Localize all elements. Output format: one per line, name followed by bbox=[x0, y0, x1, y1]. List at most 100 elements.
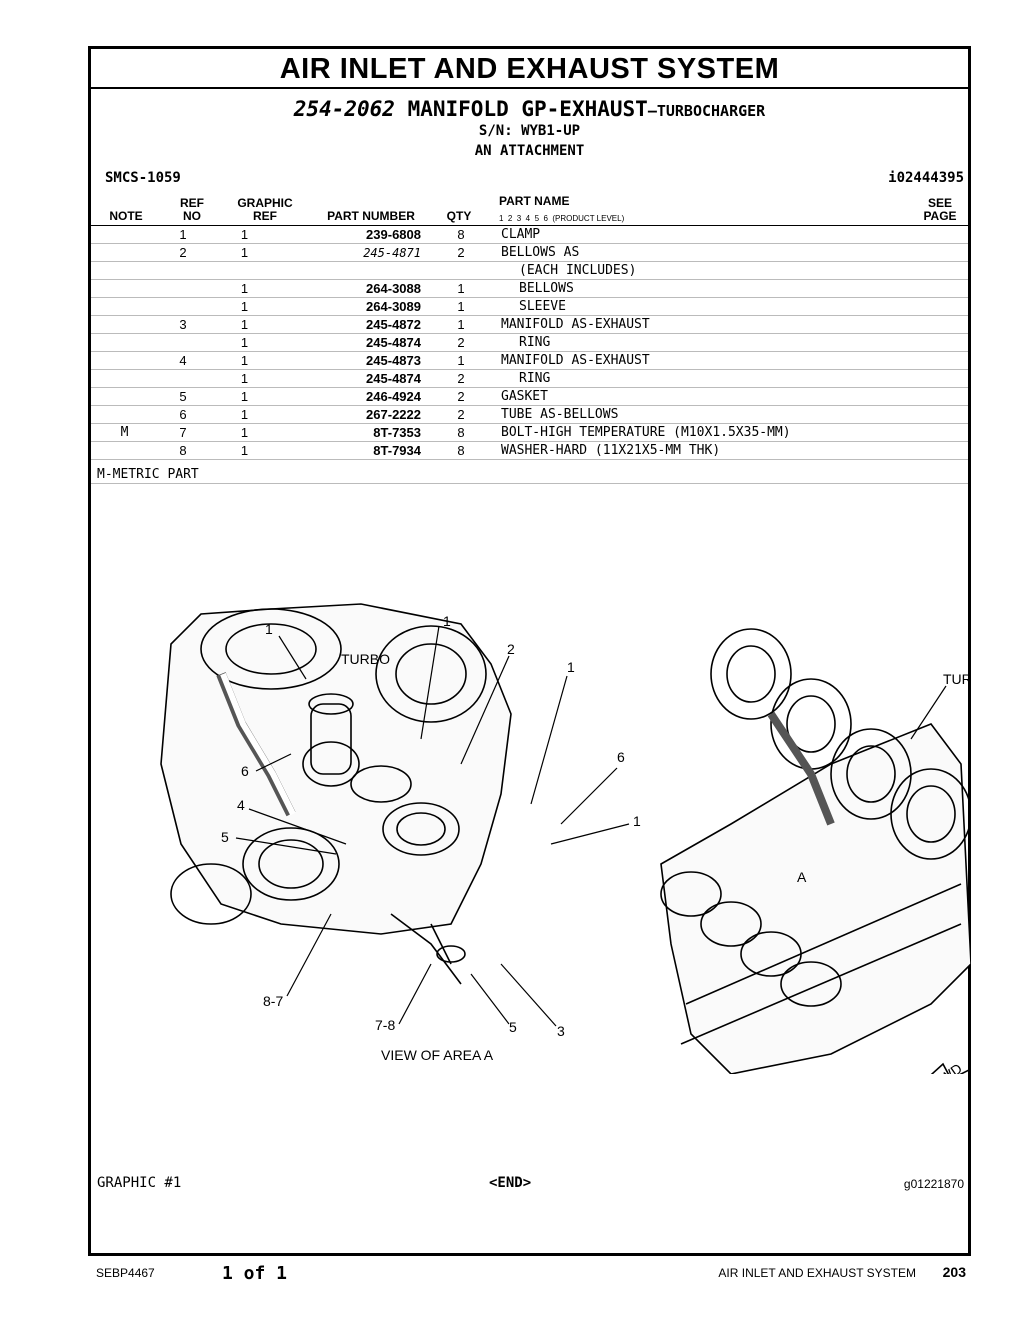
row-note bbox=[91, 261, 158, 280]
row-graphic-ref: 1 bbox=[208, 441, 281, 460]
row-ref-no bbox=[158, 261, 208, 280]
footer-page-count: 1 of 1 bbox=[222, 1263, 288, 1284]
row-qty: 2 bbox=[421, 369, 501, 388]
col-qty: QTY bbox=[446, 209, 472, 223]
row-part-name: TUBE AS-BELLOWS bbox=[501, 405, 968, 424]
row-note bbox=[91, 387, 158, 406]
row-ref-no: 7 bbox=[158, 423, 208, 442]
metric-note: M-METRIC PART bbox=[97, 467, 199, 482]
col-see-2: PAGE bbox=[923, 209, 957, 223]
group-title: 254-2062 MANIFOLD GP-EXHAUST—TURBOCHARGE… bbox=[91, 97, 968, 121]
row-note bbox=[91, 297, 158, 316]
end-marker: <END> bbox=[489, 1175, 532, 1191]
row-part-number: 245-4872 bbox=[281, 315, 421, 334]
row-qty: 1 bbox=[421, 279, 501, 298]
row-part-number: 245-4873 bbox=[281, 351, 421, 370]
row-graphic-ref: 1 bbox=[208, 243, 281, 262]
col-part-name: PART NAME bbox=[499, 194, 570, 208]
group-header: 254-2062 MANIFOLD GP-EXHAUST—TURBOCHARGE… bbox=[91, 89, 968, 161]
row-note bbox=[91, 243, 158, 262]
row-note bbox=[91, 351, 158, 370]
row-part-number: 246-4924 bbox=[281, 387, 421, 406]
row-qty: 1 bbox=[421, 297, 501, 316]
leader-lines bbox=[235, 625, 630, 1027]
row-part-number: 8T-7934 bbox=[281, 441, 421, 460]
row-graphic-ref: 1 bbox=[208, 351, 281, 370]
row-part-number: 239-6808 bbox=[281, 226, 421, 244]
row-qty: 2 bbox=[421, 405, 501, 424]
col-product-levels: 1 2 3 4 5 6 (PRODUCT LEVEL) bbox=[499, 214, 625, 223]
group-suffix: —TURBOCHARGER bbox=[647, 102, 766, 120]
row-qty bbox=[421, 261, 501, 280]
row-ref-no bbox=[158, 333, 208, 352]
group-name: MANIFOLD GP-EXHAUST bbox=[407, 97, 648, 121]
row-ref-no bbox=[158, 279, 208, 298]
row-qty: 2 bbox=[421, 243, 501, 262]
row-qty: 2 bbox=[421, 387, 501, 406]
row-part-number: 245-4874 bbox=[281, 369, 421, 388]
area-label: A bbox=[797, 869, 807, 885]
row-part-number: 264-3089 bbox=[281, 297, 421, 316]
row-qty: 1 bbox=[421, 315, 501, 334]
col-see-1: SEE bbox=[927, 196, 952, 210]
row-graphic-ref: 1 bbox=[208, 369, 281, 388]
col-part-number: PART NUMBER bbox=[327, 209, 415, 223]
parts-illustration: 1 1 2 1 6 4 5 6 1 8-7 7-8 5 3 TURBO VIEW… bbox=[160, 603, 971, 1074]
row-part-name: WASHER-HARD (11X21X5-MM THK) bbox=[501, 441, 968, 460]
row-part-name: RING bbox=[501, 333, 968, 352]
row-note bbox=[91, 441, 158, 460]
table-row: (EACH INCLUDES) bbox=[91, 261, 968, 280]
row-part-name: SLEEVE bbox=[501, 297, 968, 316]
footer-section: AIR INLET AND EXHAUST SYSTEM bbox=[718, 1266, 916, 1280]
callout-label: 1 bbox=[633, 813, 641, 829]
page-frame: AIR INLET AND EXHAUST SYSTEM 254-2062 MA… bbox=[88, 46, 971, 1256]
row-note bbox=[91, 279, 158, 298]
row-part-number: 8T-7353 bbox=[281, 423, 421, 442]
footer-page-number: 203 bbox=[942, 1264, 966, 1280]
col-gref-1: GRAPHIC bbox=[237, 196, 293, 210]
row-part-number: 264-3088 bbox=[281, 279, 421, 298]
row-qty: 2 bbox=[421, 333, 501, 352]
row-ref-no bbox=[158, 297, 208, 316]
callout-label: 8-7 bbox=[263, 993, 283, 1009]
row-graphic-ref: 1 bbox=[208, 279, 281, 298]
smcs-code: SMCS-1059 bbox=[105, 170, 181, 186]
row-part-name: MANIFOLD AS-EXHAUST bbox=[501, 315, 968, 334]
row-part-name: BELLOWS AS bbox=[501, 243, 968, 262]
page-title: AIR INLET AND EXHAUST SYSTEM bbox=[91, 49, 968, 89]
row-part-number bbox=[281, 261, 421, 280]
column-headers: NOTE REF NO GRAPHIC REF PART NUMBER QTY … bbox=[91, 195, 968, 226]
col-ref-2: NO bbox=[183, 209, 201, 223]
row-note bbox=[91, 405, 158, 424]
row-graphic-ref: 1 bbox=[208, 315, 281, 334]
row-graphic-ref bbox=[208, 261, 281, 280]
row-part-name: RING bbox=[501, 369, 968, 388]
callout-label: 6 bbox=[241, 763, 249, 779]
row-graphic-ref: 1 bbox=[208, 226, 281, 244]
callout-label: 1 bbox=[265, 621, 273, 637]
row-ref-no bbox=[158, 369, 208, 388]
row-qty: 1 bbox=[421, 351, 501, 370]
row-graphic-ref: 1 bbox=[208, 405, 281, 424]
view-label: VIEW OF AREA A bbox=[381, 1047, 494, 1063]
row-part-number: 245-4871 bbox=[281, 243, 421, 262]
callout-label: 5 bbox=[221, 829, 229, 845]
row-part-name: BELLOWS bbox=[501, 279, 968, 298]
col-note: NOTE bbox=[109, 209, 143, 223]
row-part-name: MANIFOLD AS-EXHAUST bbox=[501, 351, 968, 370]
row-ref-no: 1 bbox=[158, 226, 208, 244]
callout-label: 3 bbox=[557, 1023, 565, 1039]
graphic-id: g01221870 bbox=[903, 1177, 964, 1191]
row-graphic-ref: 1 bbox=[208, 387, 281, 406]
callout-label: 1 bbox=[443, 613, 451, 629]
callout-labels: 1 1 2 1 6 4 5 6 1 8-7 7-8 5 3 TURBO VIEW… bbox=[221, 613, 641, 1063]
